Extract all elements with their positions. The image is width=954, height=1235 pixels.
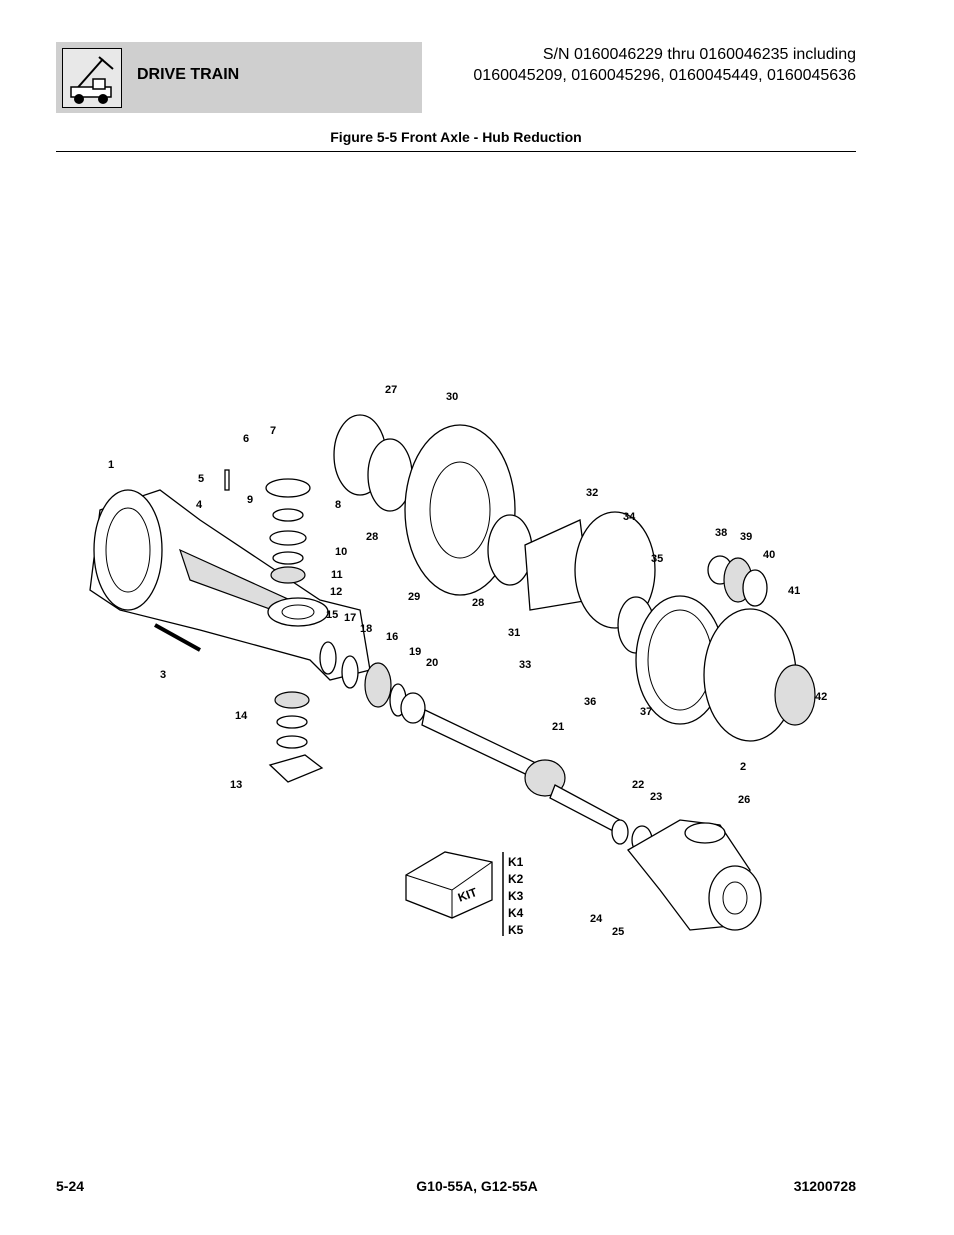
callout-11: 11 [331,569,343,581]
kit-item-k1: K1 [508,855,524,869]
callout-23: 23 [650,791,662,803]
callout-15: 15 [326,609,338,621]
kit-item-k4: K4 [508,906,524,920]
callout-1: 1 [108,459,114,471]
callout-28b: 28 [472,597,484,609]
callout-7: 7 [270,425,276,437]
steering-knuckle [627,819,762,931]
header-divider [56,151,856,152]
page-number: 5-24 [56,1178,85,1194]
callout-26: 26 [738,794,750,806]
callout-39: 39 [740,531,752,543]
callout-37: 37 [640,706,652,718]
callout-2: 2 [740,761,746,773]
header-banner: DRIVE TRAIN [56,42,422,113]
kit-label: KIT [456,885,480,905]
kit-box: KIT K1 K2 K3 K4 K5 [405,851,524,937]
callout-22: 22 [632,779,644,791]
axle-shaft [421,709,621,833]
serial-line-2: 0160045209, 0160045296, 0160045449, 0160… [473,67,856,84]
part-22-ring [611,819,629,845]
callout-21: 21 [552,721,564,733]
axle-housing [89,489,371,681]
callout-25: 25 [612,926,624,938]
kit-item-k5: K5 [508,923,524,937]
callout-19: 19 [409,646,421,658]
callout-8: 8 [335,499,341,511]
callout-30: 30 [446,391,458,403]
upper-kingpin-stack [224,469,311,584]
callout-38: 38 [715,527,727,539]
telehandler-icon [62,48,122,108]
callout-6: 6 [243,433,249,445]
figure-title: Figure 5-5 Front Axle - Hub Reduction [330,129,582,145]
callout-36: 36 [584,696,596,708]
callout-16: 16 [386,631,398,643]
lower-kingpin-stack [268,691,324,783]
kit-item-k2: K2 [508,872,524,886]
callout-12: 12 [330,586,342,598]
part-3-bolt [154,623,201,652]
callout-labels: 1 2 3 4 5 6 7 8 9 10 11 12 13 14 15 16 1… [108,384,827,938]
callout-18: 18 [360,623,372,635]
callout-14: 14 [235,710,248,722]
serial-range: S/N 0160046229 thru 0160046235 including… [473,44,856,86]
serial-line-1: S/N 0160046229 thru 0160046235 including [542,46,856,63]
doc-number: 31200728 [793,1178,856,1194]
kit-item-k3: K3 [508,889,524,903]
callout-34: 34 [623,511,636,523]
callout-27: 27 [385,384,397,396]
callout-9: 9 [247,494,253,506]
ring-gear-cover [635,555,816,742]
front-axle-exploded-diagram: 1 2 3 4 5 6 7 8 9 10 11 12 13 14 15 16 1… [89,384,827,938]
section-title: DRIVE TRAIN [137,66,240,83]
callout-24: 24 [590,913,603,925]
callout-5: 5 [198,473,204,485]
callout-35: 35 [651,553,663,565]
callout-10: 10 [335,546,347,558]
shaft-seals-bearings [319,641,426,724]
callout-13: 13 [230,779,242,791]
callout-4: 4 [196,499,203,511]
callout-20: 20 [426,657,438,669]
callout-29: 29 [408,591,420,603]
model-footer: G10-55A, G12-55A [416,1178,538,1194]
callout-42: 42 [815,691,827,703]
callout-17: 17 [344,612,356,624]
callout-32: 32 [586,487,598,499]
callout-28a: 28 [366,531,378,543]
callout-31: 31 [508,627,520,639]
callout-41: 41 [788,585,800,597]
callout-40: 40 [763,549,775,561]
wheel-hub [333,414,656,654]
callout-3: 3 [160,669,166,681]
callout-33: 33 [519,659,531,671]
